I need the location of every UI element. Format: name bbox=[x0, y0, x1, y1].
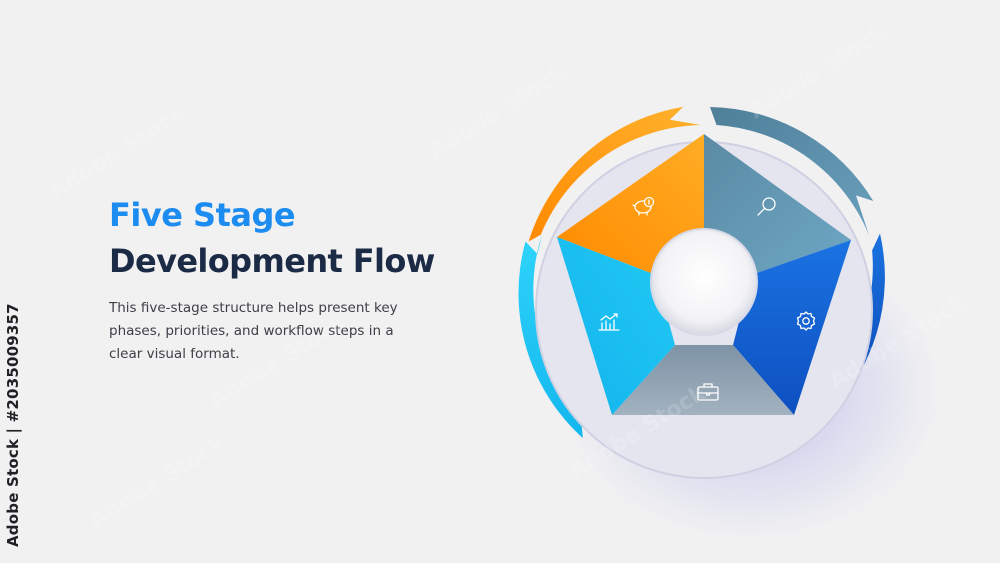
description-text: This five-stage structure helps present … bbox=[109, 300, 398, 362]
arrow-segment-orange bbox=[528, 106, 701, 242]
gear-icon bbox=[796, 311, 816, 331]
magnifier-icon bbox=[757, 197, 776, 216]
stage-segment-cyan bbox=[557, 237, 675, 415]
stage-segment-gray bbox=[612, 345, 794, 415]
stock-credit: Adobe Stock | #2035009357 bbox=[4, 303, 22, 547]
title-accent-line: Five Stage bbox=[109, 196, 296, 234]
arrow-segment-teal bbox=[710, 107, 874, 237]
growth-chart-icon bbox=[598, 313, 620, 331]
title-main-line: Development Flow bbox=[109, 242, 435, 280]
stage-segment-blue bbox=[733, 240, 851, 415]
piggy-bank-icon bbox=[632, 196, 655, 216]
watermark: Adobe Stock bbox=[45, 100, 191, 205]
stage-icons bbox=[598, 196, 816, 401]
watermark: Adobe Stock bbox=[85, 430, 231, 535]
center-hole bbox=[650, 228, 758, 336]
stage-segment-orange bbox=[557, 134, 704, 275]
stage-segment-teal bbox=[704, 134, 851, 275]
five-stage-cycle-diagram bbox=[518, 106, 940, 540]
briefcase-icon bbox=[697, 383, 719, 401]
stage-segments bbox=[557, 134, 851, 415]
